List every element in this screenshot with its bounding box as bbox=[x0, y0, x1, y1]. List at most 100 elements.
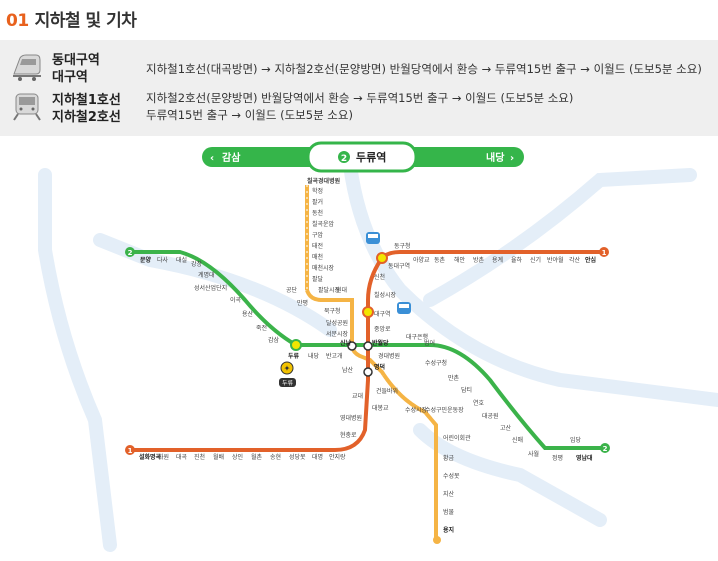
svg-text:동대구역: 동대구역 bbox=[388, 262, 410, 270]
svg-text:공단: 공단 bbox=[286, 286, 298, 294]
daegu-station-marker[interactable] bbox=[362, 306, 374, 318]
svg-text:영남대: 영남대 bbox=[576, 454, 593, 462]
line2-terminal-badge bbox=[600, 443, 610, 453]
svg-text:황금: 황금 bbox=[443, 454, 455, 462]
svg-text:원대: 원대 bbox=[336, 286, 347, 294]
svg-text:화원: 화원 bbox=[158, 453, 169, 461]
svg-text:담티: 담티 bbox=[461, 386, 472, 394]
banner-prev-arrow[interactable]: ‹ bbox=[210, 153, 214, 164]
svg-text:매천: 매천 bbox=[312, 253, 323, 261]
svg-text:안심: 안심 bbox=[585, 256, 596, 264]
line2-badge bbox=[338, 151, 350, 163]
banner-next-station[interactable]: 내당 bbox=[486, 151, 505, 164]
line3-track bbox=[305, 185, 438, 540]
section-title: 지하철 및 기차 bbox=[34, 11, 137, 31]
svg-text:계명대: 계명대 bbox=[198, 271, 215, 279]
svg-text:정평: 정평 bbox=[552, 454, 563, 462]
svg-text:1: 1 bbox=[128, 447, 133, 455]
svg-text:사월: 사월 bbox=[528, 450, 539, 458]
svg-text:2: 2 bbox=[603, 445, 608, 453]
svg-text:서문시장: 서문시장 bbox=[326, 330, 349, 338]
svg-text:강창: 강창 bbox=[191, 260, 203, 268]
svg-text:신매: 신매 bbox=[512, 436, 523, 444]
line1-terminal-badge bbox=[599, 247, 609, 257]
svg-text:대곡: 대곡 bbox=[176, 453, 188, 461]
svg-text:지산: 지산 bbox=[443, 490, 455, 498]
svg-text:명덕: 명덕 bbox=[374, 363, 385, 371]
svg-text:신기: 신기 bbox=[530, 256, 541, 264]
banwoldang-transfer[interactable] bbox=[363, 341, 373, 351]
svg-text:칠성시장: 칠성시장 bbox=[374, 291, 397, 299]
svg-text:태전: 태전 bbox=[312, 242, 323, 250]
svg-text:영대병원: 영대병원 bbox=[340, 414, 362, 422]
svg-text:용지: 용지 bbox=[443, 526, 454, 534]
svg-text:감삼: 감삼 bbox=[268, 336, 280, 344]
svg-text:중앙로: 중앙로 bbox=[374, 325, 391, 333]
station-banner: ‹ 감삼 2 두류역 내당 › bbox=[202, 141, 524, 173]
svg-text:연호: 연호 bbox=[473, 399, 485, 407]
duryu-station-marker[interactable] bbox=[290, 339, 302, 351]
svg-text:현충로: 현충로 bbox=[340, 431, 357, 439]
svg-text:신남: 신남 bbox=[340, 339, 352, 347]
svg-text:성서산업단지: 성서산업단지 bbox=[194, 284, 227, 292]
svg-text:반고개: 반고개 bbox=[326, 352, 343, 360]
svg-text:범물: 범물 bbox=[443, 508, 455, 516]
svg-text:방촌: 방촌 bbox=[473, 256, 485, 264]
svg-text:진천: 진천 bbox=[194, 453, 205, 461]
svg-text:칠곡운암: 칠곡운암 bbox=[312, 220, 335, 228]
svg-text:신천: 신천 bbox=[374, 273, 385, 281]
svg-text:팔달시장: 팔달시장 bbox=[318, 286, 341, 294]
svg-text:용계: 용계 bbox=[492, 256, 503, 264]
svg-text:동천: 동천 bbox=[312, 209, 323, 217]
svg-text:동촌: 동촌 bbox=[434, 256, 446, 264]
svg-text:이곡: 이곡 bbox=[230, 296, 242, 304]
svg-text:임당: 임당 bbox=[570, 436, 582, 444]
svg-text:1: 1 bbox=[602, 249, 607, 257]
svg-text:월배: 월배 bbox=[213, 453, 224, 461]
svg-text:범어: 범어 bbox=[424, 339, 435, 347]
svg-text:2: 2 bbox=[128, 249, 133, 257]
svg-text:팔거: 팔거 bbox=[312, 198, 323, 206]
svg-text:학정: 학정 bbox=[312, 187, 323, 195]
river-shape bbox=[38, 158, 718, 552]
banner-next-arrow[interactable]: › bbox=[510, 153, 514, 164]
sinnam-transfer[interactable] bbox=[347, 341, 357, 351]
route-text: 두류역15번 출구 → 이월드 (도보5분 소요) bbox=[146, 108, 353, 122]
line1-track bbox=[130, 250, 600, 452]
line2-station-labels: 문양 다사 대실 강창 계명대 성서산업단지 이곡 용산 죽전 감삼 두류 내당… bbox=[140, 256, 593, 462]
route-text: 지하철1호선(대곡방면) → 지하철2호선(문양방면) 반월당역에서 환승 → … bbox=[146, 62, 702, 76]
line2-badge-num: 2 bbox=[341, 154, 347, 164]
svg-text:각산: 각산 bbox=[569, 256, 581, 264]
svg-text:대구은행: 대구은행 bbox=[406, 333, 428, 341]
svg-text:만촌: 만촌 bbox=[448, 374, 460, 382]
svg-text:팔달: 팔달 bbox=[312, 275, 324, 283]
svg-text:두류: 두류 bbox=[288, 352, 300, 360]
line1-terminal-badge bbox=[125, 445, 135, 455]
banner-current-station: 두류역 bbox=[356, 150, 386, 164]
line1-station-labels: 설화명곡 화원 대곡 진천 월배 상인 월촌 송현 성당못 대명 안지랑 현충로… bbox=[139, 243, 596, 461]
svg-text:대실: 대실 bbox=[176, 256, 187, 264]
dongdaegu-station-marker[interactable] bbox=[376, 252, 388, 264]
svg-text:죽전: 죽전 bbox=[256, 324, 267, 332]
svg-text:매천시장: 매천시장 bbox=[312, 264, 335, 272]
svg-text:다사: 다사 bbox=[157, 256, 169, 264]
eworld-marker[interactable]: ✦ 두류 bbox=[279, 361, 296, 387]
directions-panel: 동대구역 대구역 지하철1호선(대곡방면) → 지하철2호선(문양방면) 반월당… bbox=[0, 40, 718, 136]
svg-text:송현: 송현 bbox=[270, 453, 281, 461]
svg-text:동구청: 동구청 bbox=[394, 243, 411, 250]
svg-text:교대: 교대 bbox=[352, 392, 363, 400]
svg-text:대구역: 대구역 bbox=[374, 310, 391, 318]
svg-text:대봉교: 대봉교 bbox=[372, 404, 389, 412]
line2-track bbox=[130, 250, 605, 450]
svg-text:만평: 만평 bbox=[297, 299, 308, 307]
myeongdeok-transfer[interactable] bbox=[363, 367, 373, 377]
svg-text:달성공원: 달성공원 bbox=[326, 319, 348, 327]
svg-text:설화명곡: 설화명곡 bbox=[139, 453, 162, 461]
svg-text:고산: 고산 bbox=[500, 424, 512, 432]
svg-text:남산: 남산 bbox=[342, 366, 354, 374]
banner-prev-station[interactable]: 감삼 bbox=[222, 151, 241, 164]
svg-text:내당: 내당 bbox=[308, 352, 320, 360]
station-name: 지하철1호선 지하철2호선 bbox=[52, 93, 121, 125]
train-station-icon bbox=[366, 232, 411, 314]
